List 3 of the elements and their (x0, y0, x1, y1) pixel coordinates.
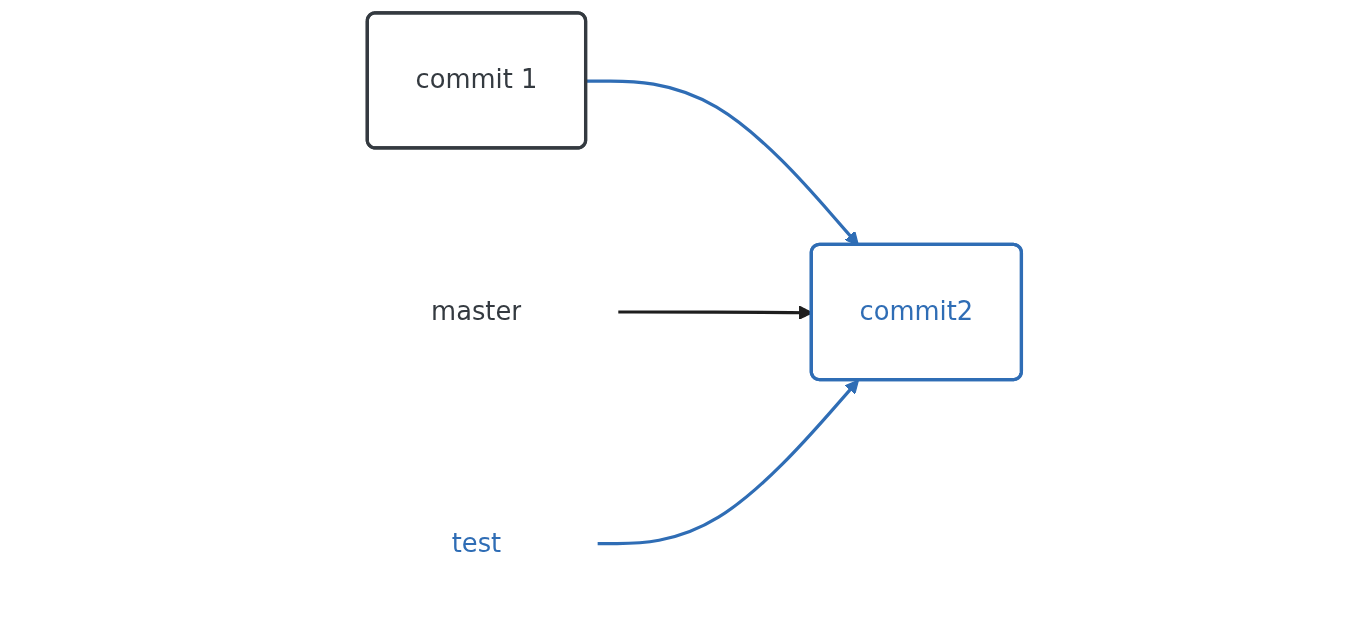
arrow (597, 379, 859, 546)
node-text: test (451, 527, 502, 559)
node-text: master (431, 295, 522, 327)
